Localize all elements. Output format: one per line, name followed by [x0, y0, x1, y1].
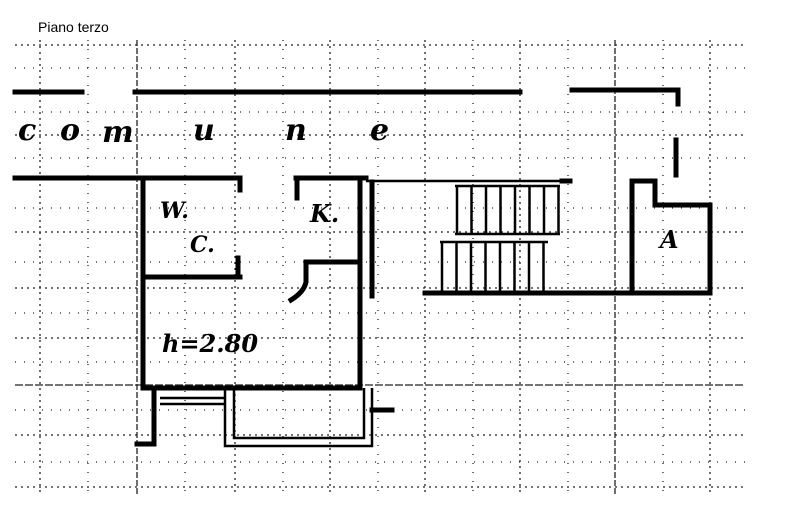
grid [15, 40, 745, 495]
kitchen-label: K. [309, 199, 339, 228]
corridor-letter: e [370, 113, 389, 148]
staircase [440, 184, 560, 292]
wc-label-w: W. [160, 198, 189, 224]
corridor-letter: m [102, 115, 134, 150]
room-a-label: A [658, 225, 679, 254]
walls [12, 87, 713, 448]
page-title: Piano terzo [38, 19, 109, 35]
labels: c m u n e W. C. K. h=2.80 A o [18, 113, 679, 358]
corridor-letter: u [193, 113, 215, 148]
corridor-letter: o [60, 113, 80, 148]
ceiling-height-label: h=2.80 [162, 329, 258, 358]
corridor-letter: c [18, 113, 36, 148]
corridor-letter: n [285, 113, 307, 148]
wc-label-c: C. [190, 232, 215, 258]
